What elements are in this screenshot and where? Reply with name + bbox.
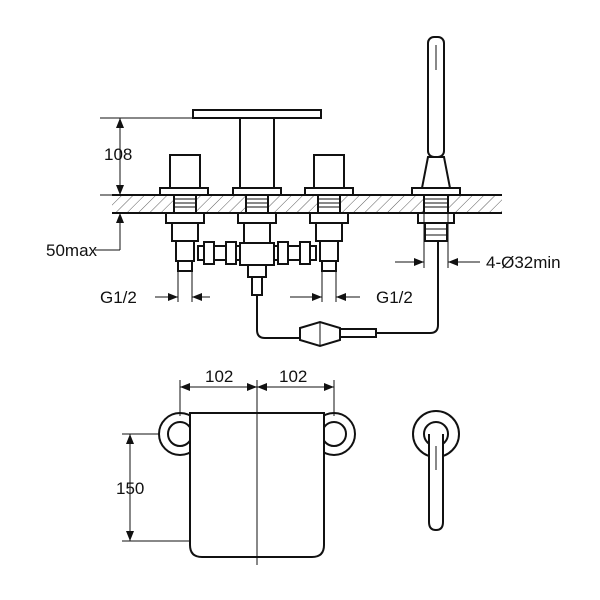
hand-shower [411, 36, 461, 242]
connecting-pipes [197, 241, 317, 265]
dim-spacing: 102 102 [179, 367, 335, 416]
dim-hole-diameter: 4-Ø32min [395, 213, 561, 272]
dim-inlet-left: G1/2 [100, 271, 210, 307]
dim-deck-50max: 50max [46, 213, 124, 260]
dim-height-108: 108 [100, 117, 193, 196]
dim-depth-150: 150 [116, 433, 190, 542]
label-spacing-left: 102 [205, 367, 233, 386]
hose [256, 241, 439, 348]
center-spout [192, 109, 322, 296]
label-hole-diameter: 4-Ø32min [486, 253, 561, 272]
plan-view [158, 380, 356, 565]
right-valve [304, 154, 354, 272]
left-valve [159, 154, 209, 272]
label-50max: 50max [46, 241, 98, 260]
hand-shower-plan [412, 410, 460, 532]
label-108: 108 [104, 145, 132, 164]
label-150: 150 [116, 479, 144, 498]
label-inlet-right: G1/2 [376, 288, 413, 307]
label-inlet-left: G1/2 [100, 288, 137, 307]
dim-inlet-right: G1/2 [290, 271, 413, 307]
label-spacing-right: 102 [279, 367, 307, 386]
